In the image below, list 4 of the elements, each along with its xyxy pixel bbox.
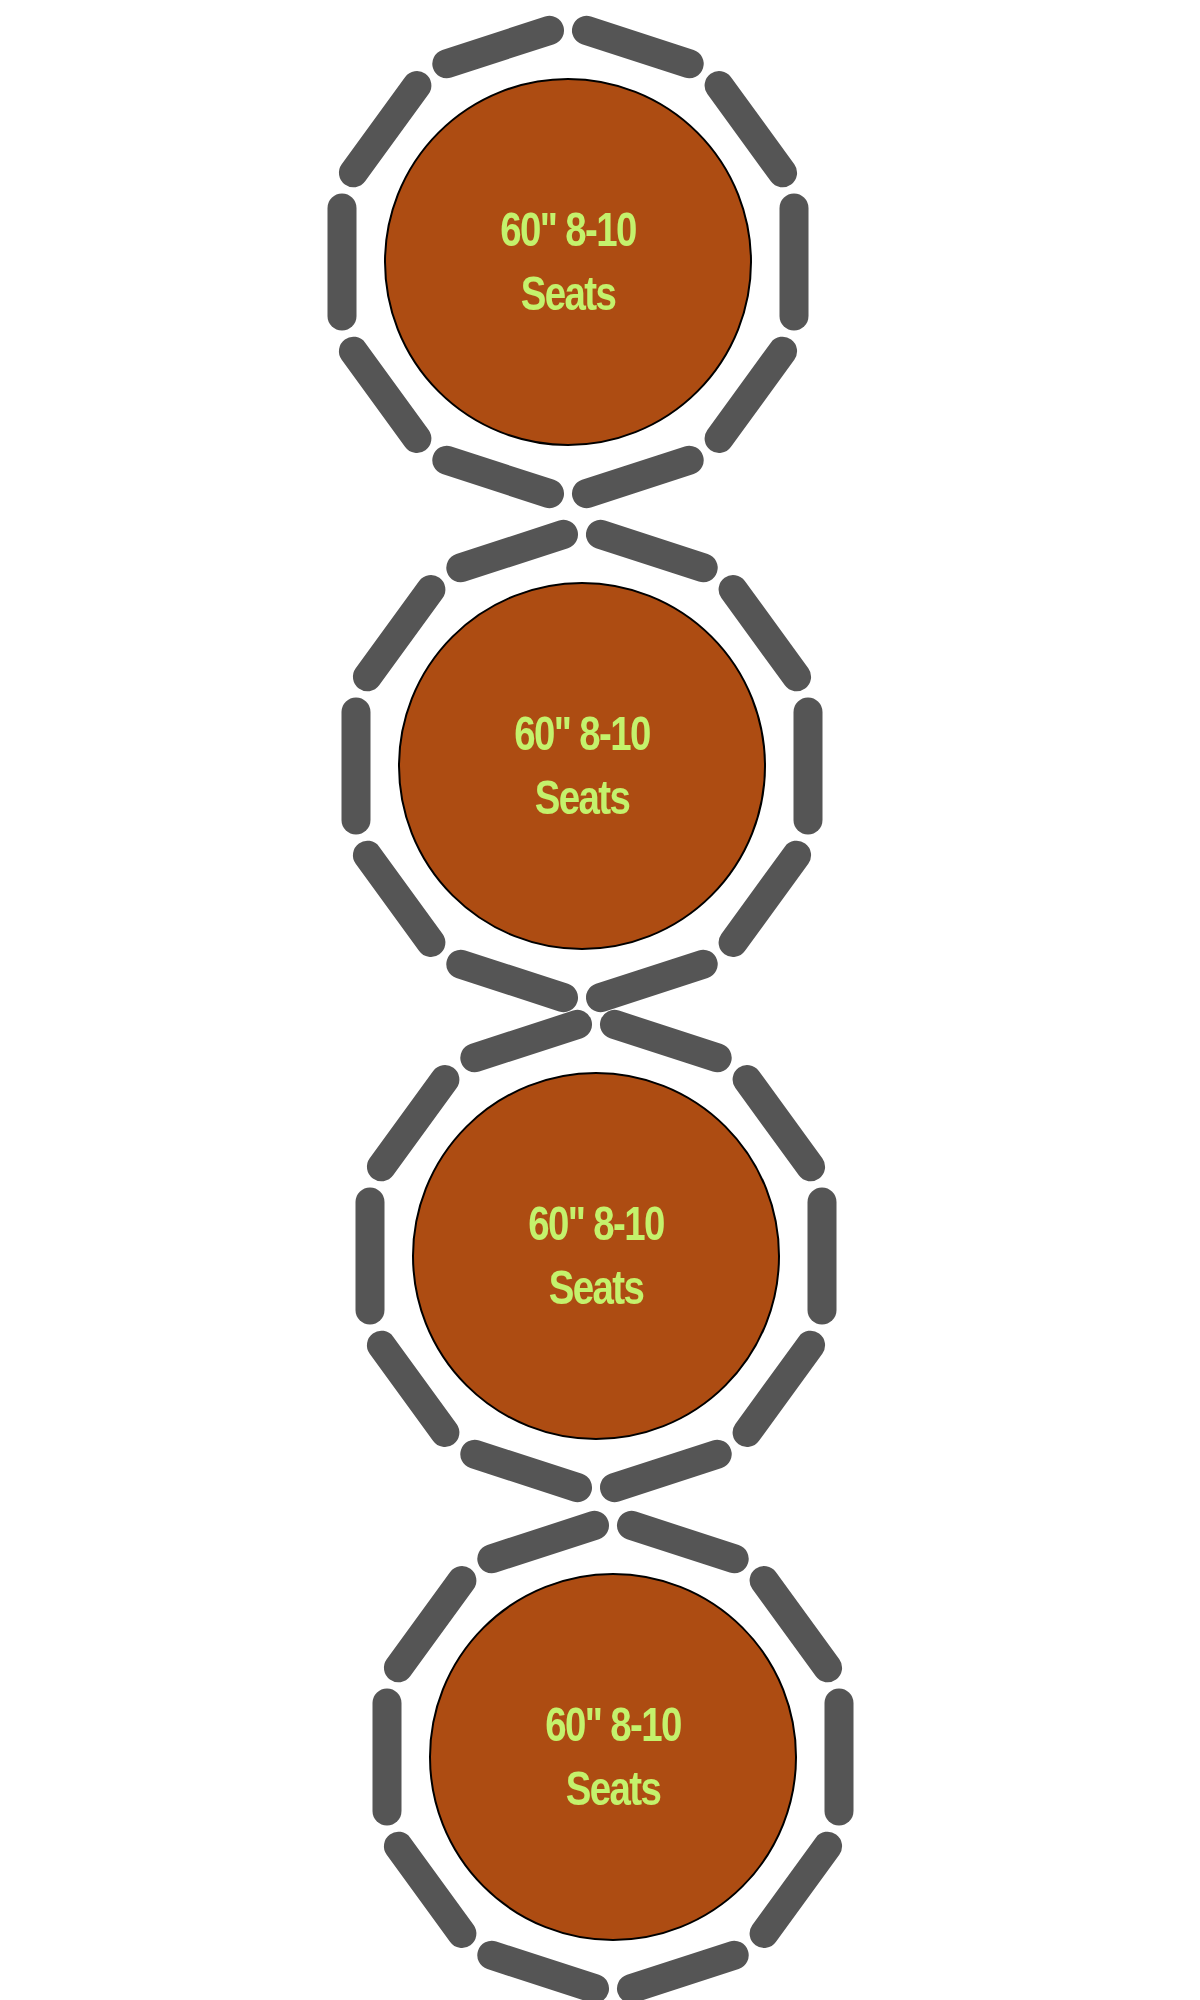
table-label: 60" 8-10 Seats — [527, 1196, 665, 1316]
table-label: 60" 8-10 Seats — [499, 202, 637, 322]
table-label: 60" 8-10 Seats — [544, 1697, 682, 1817]
table-label: 60" 8-10 Seats — [513, 706, 651, 826]
